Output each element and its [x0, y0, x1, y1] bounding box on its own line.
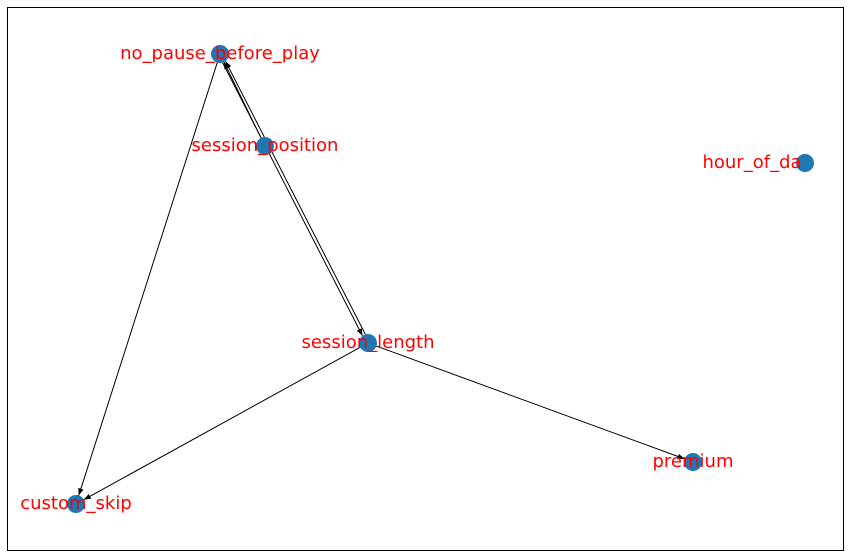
node-label-session_position: session_position [192, 135, 339, 156]
edge-session_length-to-premium [376, 345, 685, 460]
edge-session_length-to-no_pause_before_play [225, 61, 366, 335]
edge-no_pause_before_play-to-session_length [222, 62, 363, 336]
node-label-custom_skip: custom_skip [20, 493, 132, 514]
edges-layer [78, 61, 685, 501]
node-no_pause_before_play [211, 45, 229, 63]
node-label-premium: premium [653, 451, 734, 472]
edge-session_length-to-custom_skip [83, 346, 361, 501]
node-premium [684, 453, 702, 471]
node-session_position [256, 137, 274, 155]
node-session_length [359, 334, 377, 352]
nodes-layer [67, 45, 814, 513]
labels-layer: no_pause_before_play session_positionhour… [20, 43, 801, 514]
edge-no_pause_before_play-to-custom_skip [78, 62, 218, 496]
node-hour_of_day [796, 154, 814, 172]
node-label-hour_of_day: hour_of_da [702, 152, 801, 173]
node-custom_skip [67, 495, 85, 513]
node-label-session_length: session_length [301, 332, 434, 353]
node-label-no_pause_before_play: no_pause_before_play [120, 43, 320, 64]
plot-frame [7, 7, 844, 551]
